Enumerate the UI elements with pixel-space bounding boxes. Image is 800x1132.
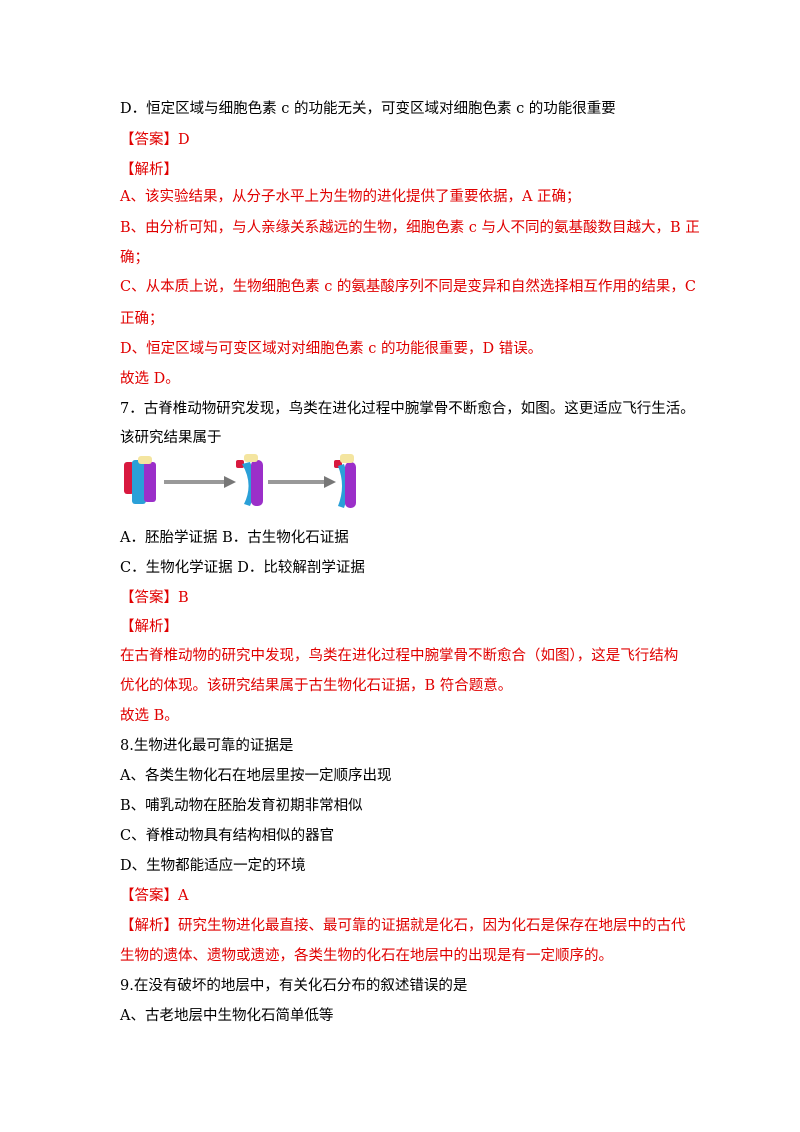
q6-analysis-line: D、恒定区域与可变区域对对细胞色素 c 的功能很重要，D 错误。 xyxy=(120,341,543,357)
q6-analysis-line: 确； xyxy=(120,250,149,266)
arrow-stage-1-to-2 xyxy=(164,476,236,488)
q6-conclusion: 故选 D。 xyxy=(120,371,180,387)
wrist-bones-stage-3 xyxy=(334,454,356,508)
q7-analysis-line: 在古脊椎动物的研究中发现，鸟类在进化过程中腕掌骨不断愈合（如图），这是飞行结构 xyxy=(120,648,679,664)
q7-analysis-line: 优化的体现。该研究结果属于古生物化石证据，B 符合题意。 xyxy=(120,678,513,694)
bird-wrist-bone-figure xyxy=(124,454,356,508)
q7-conclusion: 故选 B。 xyxy=(120,708,179,724)
arrow-stage-2-to-3 xyxy=(268,476,336,488)
q6-analysis-line: C、从本质上说，生物细胞色素 c 的氨基酸序列不同是变异和自然选择相互作用的结果… xyxy=(120,279,697,295)
q8-option: C、脊椎动物具有结构相似的器官 xyxy=(120,828,335,844)
q6-option-d: D．恒定区域与细胞色素 c 的功能无关，可变区域对细胞色素 c 的功能很重要 xyxy=(120,101,616,117)
q7-answer: 【答案】B xyxy=(120,590,189,606)
q8-analysis-line: 【解析】研究生物进化最直接、最可靠的证据就是化石，因为化石是保存在地层中的古代 xyxy=(120,918,686,934)
q7-stem-line: 7．古脊椎动物研究发现，鸟类在进化过程中腕掌骨不断愈合，如图。这更适应飞行生活。 xyxy=(120,401,695,417)
q8-option: B、哺乳动物在胚胎发育初期非常相似 xyxy=(120,798,363,814)
q8-option: D、生物都能适应一定的环境 xyxy=(120,858,306,874)
wrist-bones-stage-1 xyxy=(124,456,156,504)
q9-stem: 9.在没有破坏的地层中，有关化石分布的叙述错误的是 xyxy=(120,978,468,994)
q6-answer: 【答案】D xyxy=(120,132,190,148)
q7-analysis-label: 【解析】 xyxy=(120,619,178,635)
q7-stem-line: 该研究结果属于 xyxy=(120,430,222,446)
q7-options-line: C．生物化学证据 D．比较解剖学证据 xyxy=(120,560,365,576)
wrist-bones-stage-2 xyxy=(236,454,263,506)
q8-answer: 【答案】A xyxy=(120,888,189,904)
q6-analysis-line: A、该实验结果，从分子水平上为生物的进化提供了重要依据，A 正确； xyxy=(120,189,581,205)
q6-analysis-line: B、由分析可知，与人亲缘关系越远的生物，细胞色素 c 与人不同的氨基酸数目越大，… xyxy=(120,220,700,236)
q8-analysis-line: 生物的遗体、遗物或遗迹，各类生物的化石在地层中的出现是有一定顺序的。 xyxy=(120,948,613,964)
q8-option: A、各类生物化石在地层里按一定顺序出现 xyxy=(120,768,392,784)
q7-options-line: A．胚胎学证据 B．古生物化石证据 xyxy=(120,530,349,546)
q6-analysis-line: 正确； xyxy=(120,311,164,327)
q9-option-a: A、古老地层中生物化石简单低等 xyxy=(120,1008,334,1024)
q6-analysis-label: 【解析】 xyxy=(120,162,178,178)
q8-stem: 8.生物进化最可靠的证据是 xyxy=(120,738,294,754)
